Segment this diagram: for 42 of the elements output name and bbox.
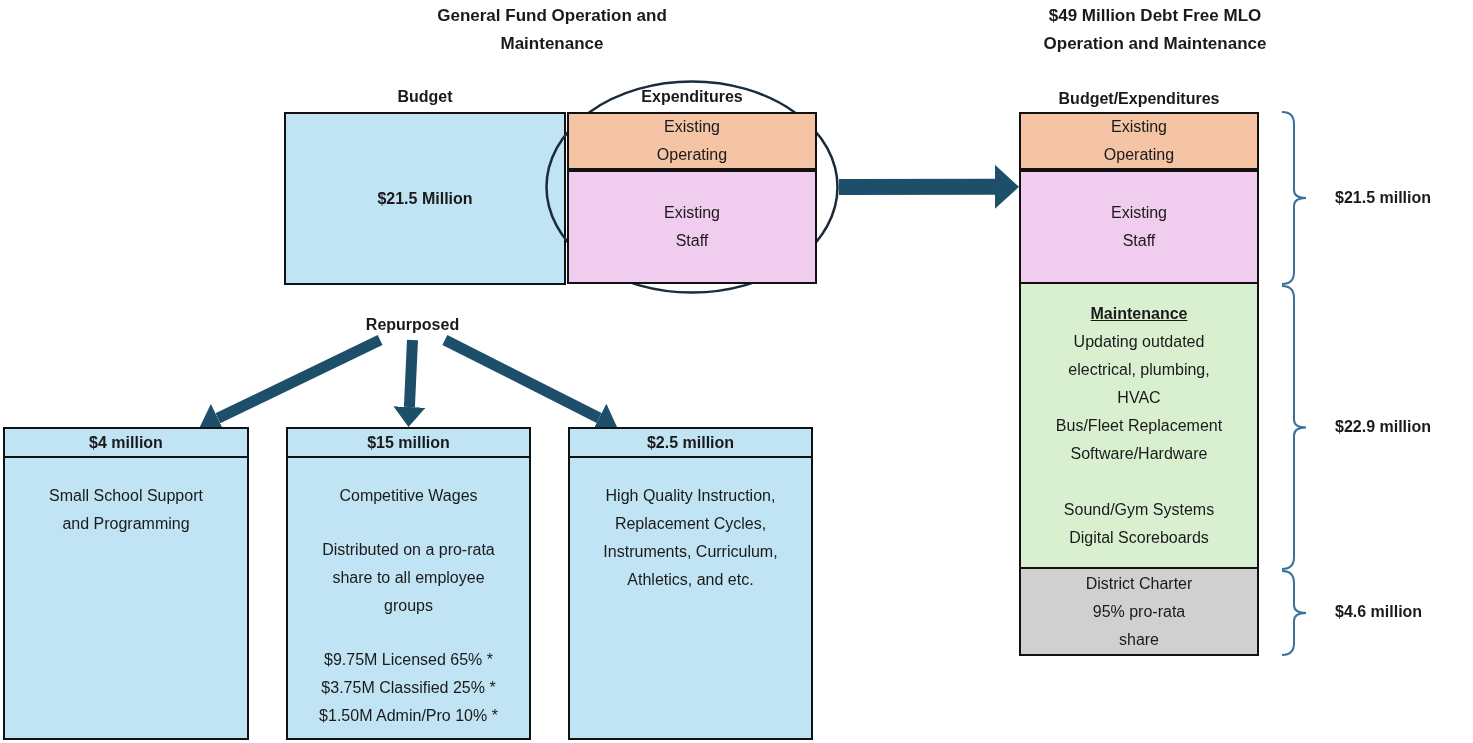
cell-text: Sound/Gym Systems: [1063, 499, 1215, 520]
block-arrow: [393, 339, 426, 427]
body-text: Small School Support and Programming: [48, 486, 204, 534]
cell-heading: Maintenance: [1090, 303, 1188, 324]
amount-label: $4.6 million: [1335, 602, 1424, 622]
allocation-box: [568, 427, 813, 740]
allocation-box: [3, 427, 249, 740]
body-text: $1.50M Admin/Pro 10% *: [319, 706, 498, 726]
charter-box: [1019, 567, 1259, 656]
cell-text: Software/Hardware: [1070, 443, 1208, 464]
column-heading: Budget: [396, 88, 454, 106]
cell-text: Existing Operating: [655, 117, 729, 165]
column-heading: Expenditures: [640, 88, 744, 106]
header-band: $2.5 million: [570, 429, 811, 458]
amount-text: $21.5 Million: [377, 188, 473, 209]
maintenance-box: [1019, 282, 1259, 569]
body-text: High Quality Instruction, Replacement Cycles, Instruments, Curriculum, Athletics, and etc.: [602, 486, 779, 590]
operating-box: [1019, 112, 1259, 170]
cell-text: Existing Staff: [1110, 203, 1168, 251]
diagram-heading: $49 Million Debt Free MLO Operation and Maintenance: [1042, 5, 1268, 55]
body-text: Distributed on a pro-rata share to all employee groups: [321, 540, 496, 616]
cell-text: Existing Operating: [1102, 117, 1176, 165]
allocation-box: [286, 427, 531, 740]
cell-text: Existing Staff: [663, 203, 721, 251]
body-text: $9.75M Licensed 65% *: [324, 650, 493, 670]
staff-box: [1019, 170, 1259, 284]
header-band: $15 million: [288, 429, 529, 458]
block-arrow: [839, 164, 1019, 209]
body-text: Competitive Wages: [339, 486, 478, 506]
amount-label: $22.9 million: [1335, 417, 1433, 437]
cell-text: Bus/Fleet Replacement: [1055, 415, 1223, 436]
body-text: $3.75M Classified 25% *: [321, 678, 496, 698]
cell-text: District Charter 95% pro-rata share: [1084, 573, 1194, 650]
amount-label: $21.5 million: [1335, 188, 1433, 208]
diagram-heading: General Fund Operation and Maintenance: [436, 5, 668, 55]
operating-box: [567, 112, 817, 170]
header-band: $4 million: [5, 429, 247, 458]
cell-text: Updating outdated electrical, plumbing, HVAC: [1067, 331, 1211, 408]
cell-text: Digital Scoreboards: [1069, 527, 1209, 548]
staff-box: [567, 170, 817, 284]
section-label: Repurposed: [364, 316, 461, 334]
column-heading: Budget/Expenditures: [1057, 90, 1221, 108]
